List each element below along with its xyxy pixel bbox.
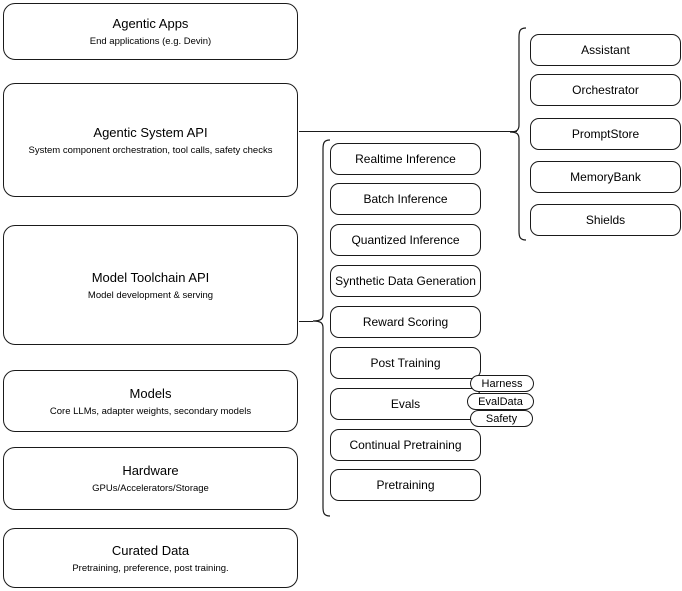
connector-toolchain-brace <box>312 139 331 517</box>
node-label: Orchestrator <box>572 83 639 97</box>
node-label: Shields <box>585 213 626 227</box>
node-label: Evals <box>390 397 421 411</box>
node-label: MemoryBank <box>570 170 641 184</box>
toolchain-evals[interactable]: Evals <box>330 388 481 420</box>
layer-title: Hardware <box>122 463 179 478</box>
node-label: Batch Inference <box>363 192 448 206</box>
pill-label: Harness <box>481 377 523 390</box>
node-label: Synthetic Data Generation <box>335 274 476 288</box>
connector-system-components-brace <box>509 27 527 241</box>
node-label: Reward Scoring <box>362 315 449 329</box>
system-memorybank[interactable]: MemoryBank <box>530 161 681 193</box>
layer-hardware[interactable]: Hardware GPUs/Accelerators/Storage <box>3 447 298 510</box>
node-label: Quantized Inference <box>351 233 460 247</box>
system-shields[interactable]: Shields <box>530 204 681 236</box>
system-promptstore[interactable]: PromptStore <box>530 118 681 150</box>
node-label: Assistant <box>581 43 630 57</box>
pill-label: Safety <box>485 412 518 425</box>
layer-curated-data[interactable]: Curated Data Pretraining, preference, po… <box>3 528 298 588</box>
connector-system-api-line <box>299 131 517 132</box>
layer-subtitle: GPUs/Accelerators/Storage <box>92 483 209 494</box>
layer-subtitle: Model development & serving <box>87 289 214 301</box>
node-label: Continual Pretraining <box>349 438 462 452</box>
node-label: Post Training <box>370 356 441 370</box>
layer-agentic-apps[interactable]: Agentic Apps End applications (e.g. Devi… <box>3 3 298 60</box>
toolchain-pretraining[interactable]: Pretraining <box>330 469 481 501</box>
toolchain-synthetic-data-generation[interactable]: Synthetic Data Generation <box>330 265 481 297</box>
toolchain-batch-inference[interactable]: Batch Inference <box>330 183 481 215</box>
layer-subtitle: Core LLMs, adapter weights, secondary mo… <box>49 405 252 417</box>
layer-title: Model Toolchain API <box>91 269 210 285</box>
layer-models[interactable]: Models Core LLMs, adapter weights, secon… <box>3 370 298 432</box>
toolchain-reward-scoring[interactable]: Reward Scoring <box>330 306 481 338</box>
layer-title: Models <box>129 385 172 401</box>
layer-subtitle: System component orchestration, tool cal… <box>28 144 273 156</box>
node-label: PromptStore <box>571 127 640 141</box>
evals-pill-harness[interactable]: Harness <box>470 375 534 392</box>
system-orchestrator[interactable]: Orchestrator <box>530 74 681 106</box>
toolchain-post-training[interactable]: Post Training <box>330 347 481 379</box>
layer-agentic-system-api[interactable]: Agentic System API System component orch… <box>3 83 298 197</box>
node-label: Pretraining <box>376 478 435 492</box>
node-label: Realtime Inference <box>355 152 456 166</box>
pill-label: EvalData <box>478 395 523 408</box>
layer-title: Curated Data <box>111 542 190 558</box>
layer-model-toolchain-api[interactable]: Model Toolchain API Model development & … <box>3 225 298 345</box>
evals-pill-evaldata[interactable]: EvalData <box>467 393 534 410</box>
toolchain-continual-pretraining[interactable]: Continual Pretraining <box>330 429 481 461</box>
system-assistant[interactable]: Assistant <box>530 34 681 66</box>
layer-title: Agentic Apps <box>112 16 189 31</box>
toolchain-realtime-inference[interactable]: Realtime Inference <box>330 143 481 175</box>
connector-toolchain-api-line <box>299 321 313 322</box>
layer-title: Agentic System API <box>93 124 208 140</box>
layer-subtitle: Pretraining, preference, post training. <box>72 562 229 574</box>
toolchain-quantized-inference[interactable]: Quantized Inference <box>330 224 481 256</box>
layer-subtitle: End applications (e.g. Devin) <box>89 36 212 47</box>
evals-pill-safety[interactable]: Safety <box>470 410 533 427</box>
